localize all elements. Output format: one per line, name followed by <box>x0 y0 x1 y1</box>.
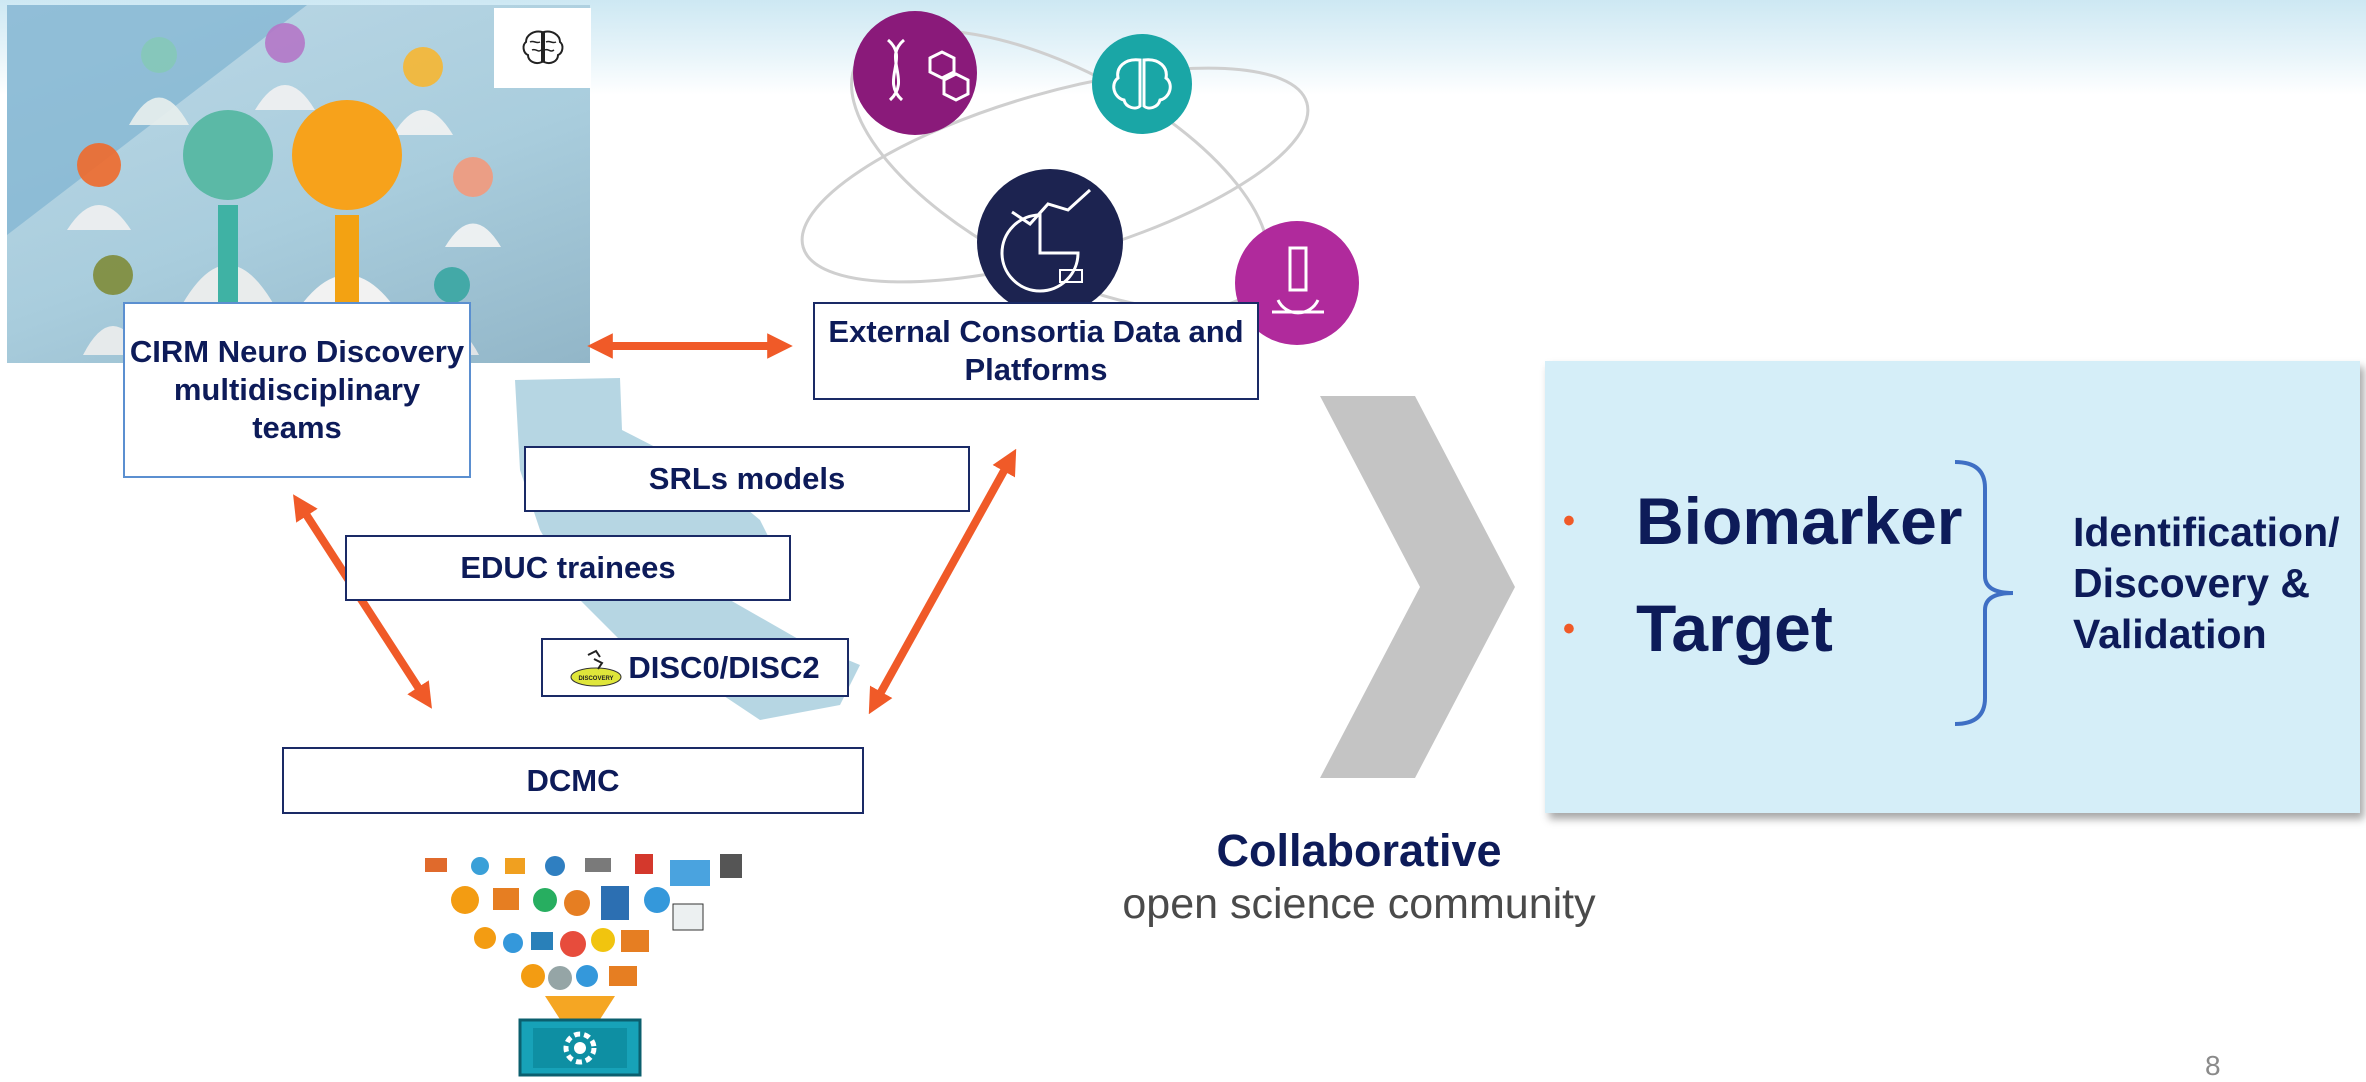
target-label: Target <box>1636 591 1833 665</box>
page-number: 8 <box>2205 1050 2221 1081</box>
outcomes-panel <box>1545 361 2360 813</box>
data-funnel-icon <box>425 854 742 1077</box>
external-consortia-label: External Consortia Data and Platforms <box>828 314 1244 387</box>
cirm-teams-label: CIRM Neuro Discovery multidisciplinary t… <box>129 334 465 445</box>
brain-icon <box>522 30 563 65</box>
educ-trainees-label: EDUC trainees <box>460 550 676 586</box>
srl-models-label: SRLs models <box>648 461 846 497</box>
cirm-teams-box: CIRM Neuro Discovery multidisciplinary t… <box>123 302 471 478</box>
collaborative-subtitle: open science community <box>1122 880 1596 928</box>
bullet-dot: • <box>1563 610 1575 648</box>
gear-icon <box>563 1031 597 1065</box>
collaborative-title: Collaborative <box>1216 825 1502 876</box>
brain-logo <box>494 8 591 88</box>
chart-growth-icon <box>977 169 1123 315</box>
discovery-logo-text: DISCOVERY <box>579 676 614 682</box>
biomarker-label: Biomarker <box>1636 484 1963 558</box>
disc-programs-label: DISC0/DISC2 <box>628 649 820 685</box>
discovery-logo-icon: DISCOVERY <box>570 649 622 686</box>
dcmc-box: DCMC <box>282 747 864 814</box>
bullet-dot: • <box>1563 502 1575 540</box>
external-consortia-box: External Consortia Data and Platforms <box>813 302 1259 400</box>
educ-trainees-box: EDUC trainees <box>345 535 791 601</box>
dcmc-label: DCMC <box>526 762 620 798</box>
arrow-cirm-dcmc <box>293 494 432 709</box>
curly-brace <box>1955 460 2014 726</box>
srl-models-box: SRLs models <box>524 446 970 512</box>
chevron-arrow <box>1320 396 1515 778</box>
identification-discovery-validation-label: Identification/ Discovery & Validation <box>2073 509 2340 657</box>
disc-programs-box: DISCOVERY DISC0/DISC2 <box>541 638 849 697</box>
